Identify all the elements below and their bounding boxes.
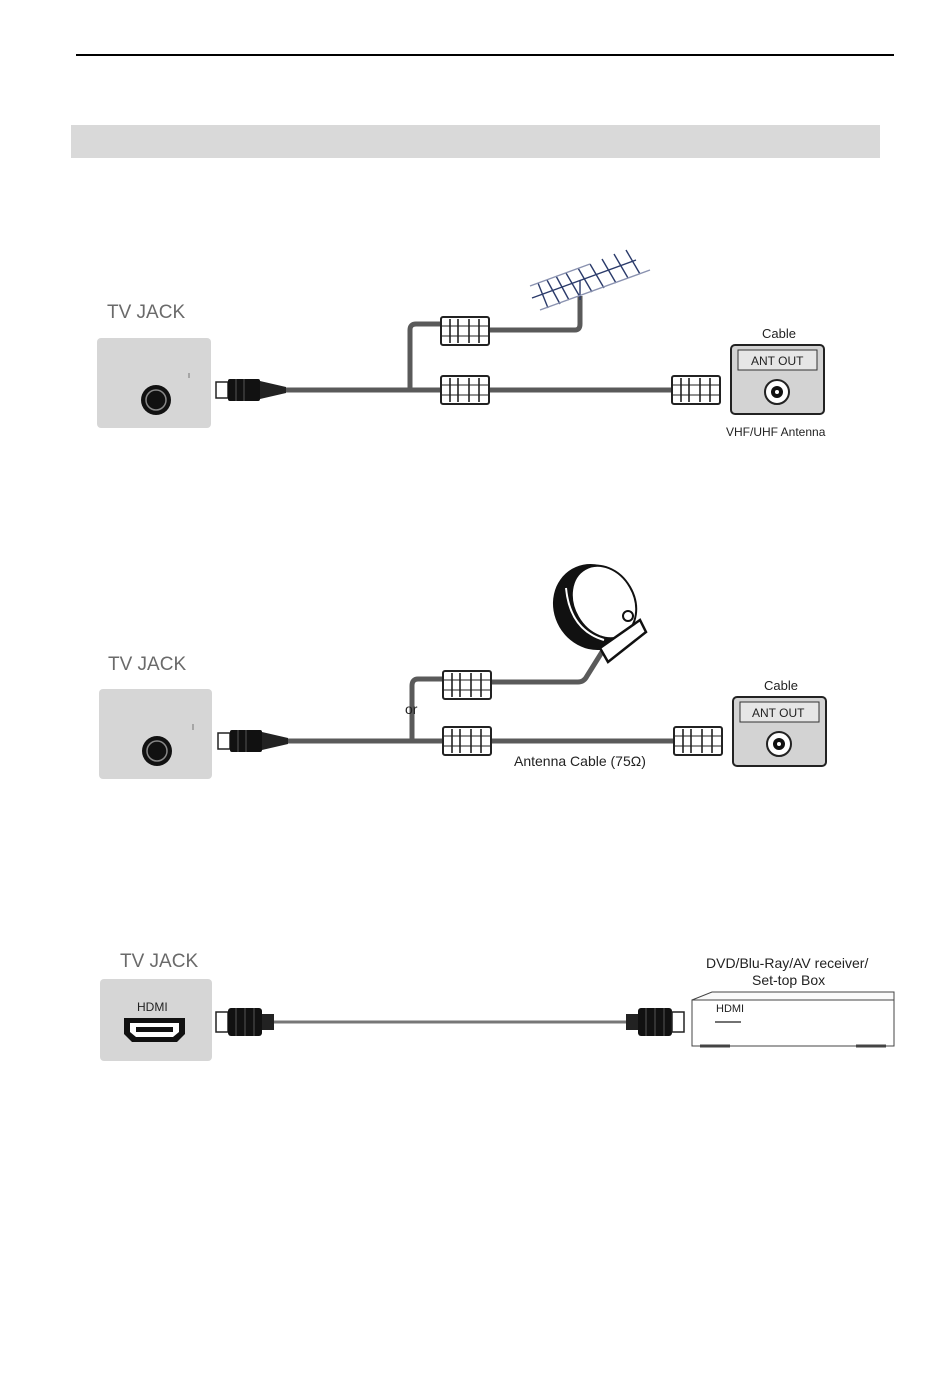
or-label: or bbox=[405, 701, 418, 717]
tv-jack-label: TV JACK bbox=[108, 654, 186, 675]
ant-out-box: ANT OUT bbox=[733, 697, 826, 766]
antenna-label: VHF/UHF Antenna bbox=[726, 425, 826, 439]
diagram-hdmi: TV JACK HDMI DVD/Blu-Ra bbox=[100, 951, 894, 1061]
ant-out-port-icon bbox=[767, 732, 791, 756]
tv-jack-label: TV JACK bbox=[107, 302, 185, 323]
yagi-antenna-icon bbox=[530, 250, 650, 310]
tv-plug-icon bbox=[216, 379, 286, 401]
hdmi-plug-right-icon bbox=[626, 1008, 684, 1036]
tv-jack-label: TV JACK bbox=[120, 951, 198, 972]
ant-out-box: ANT OUT bbox=[731, 345, 824, 414]
device-label-line2: Set-top Box bbox=[752, 972, 825, 988]
ant-out-label: ANT OUT bbox=[751, 354, 804, 368]
tv-jack-panel bbox=[97, 338, 211, 428]
tv-jack-panel: HDMI bbox=[100, 979, 212, 1061]
device-label-line1: DVD/Blu-Ray/AV receiver/ bbox=[706, 955, 868, 971]
antenna-cable-label: Antenna Cable (75Ω) bbox=[514, 753, 646, 769]
f-connector-icon bbox=[441, 317, 489, 345]
coax-port-icon bbox=[142, 736, 172, 766]
diagram-satellite: TV JACK or bbox=[99, 549, 826, 779]
cable-label: Cable bbox=[762, 326, 796, 341]
hdmi-plug-left-icon bbox=[216, 1008, 274, 1036]
tv-jack-panel bbox=[99, 689, 212, 779]
diagram-antenna: TV JACK bbox=[97, 250, 826, 439]
ant-out-label: ANT OUT bbox=[752, 706, 805, 720]
f-connector-icon bbox=[441, 376, 489, 404]
f-connector-icon bbox=[672, 376, 720, 404]
ant-out-port-icon bbox=[765, 380, 789, 404]
hdmi-port-icon bbox=[124, 1018, 185, 1042]
f-connector-icon bbox=[674, 727, 722, 755]
set-top-box-icon: HDMI bbox=[692, 992, 894, 1046]
device-hdmi-label: HDMI bbox=[716, 1003, 744, 1015]
f-connector-icon bbox=[443, 671, 491, 699]
satellite-dish-icon bbox=[537, 549, 650, 665]
tv-plug-icon bbox=[218, 730, 288, 752]
coax-port-icon bbox=[141, 385, 171, 415]
cable-label: Cable bbox=[764, 678, 798, 693]
f-connector-icon bbox=[443, 727, 491, 755]
hdmi-port-label: HDMI bbox=[137, 1000, 168, 1014]
